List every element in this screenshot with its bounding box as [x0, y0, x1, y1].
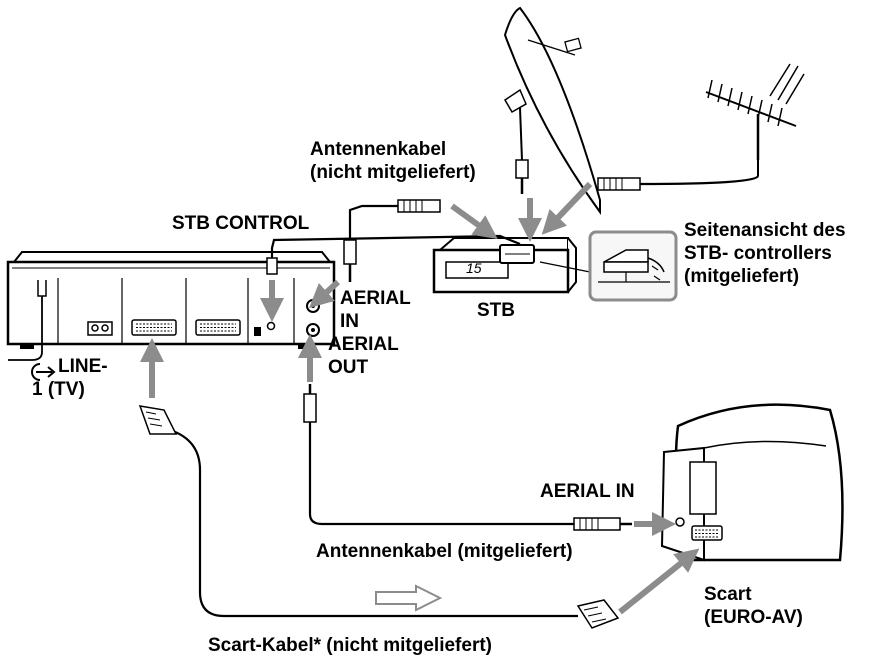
connection-arrows [140, 181, 700, 615]
label-line: (mitgeliefert) [684, 266, 800, 287]
stb-controller-side-view [588, 230, 678, 302]
label-antenna-cable-not-included: Antennenkabel (nicht mitgeliefert) [310, 138, 476, 184]
label-scart-tv: Scart (EURO-AV) [704, 583, 803, 629]
vcr-scart-socket-line2 [195, 319, 241, 336]
cables [138, 199, 632, 629]
label-stb-controller-side-view: Seitenansicht des STB- controllers (mitg… [684, 219, 846, 288]
scart-cable [169, 428, 578, 618]
label-line: Scart [704, 584, 752, 605]
line-input-icon [31, 363, 56, 381]
label-line: LINE- [58, 356, 108, 377]
label-line: OUT [328, 357, 369, 378]
label-aerial-in-tv: AERIAL IN [540, 481, 635, 502]
label-aerial-in-vcr: AERIAL IN [340, 287, 411, 333]
arrow-cable-to-aerial-in [309, 279, 341, 309]
stb-control-cable [270, 234, 521, 262]
stb-display-readout: 15 [466, 260, 482, 276]
terrestrial-antenna [597, 63, 805, 191]
tv-set [660, 403, 844, 562]
antenna-cable-stb-to-vcr [348, 204, 398, 258]
arrow-antenna-to-stb [541, 181, 593, 235]
label-line: AERIAL [328, 334, 399, 355]
vcr-scart-socket-line1 [131, 319, 177, 336]
label-scart-cable: Scart-Kabel* (nicht mitgeliefert) [208, 635, 492, 656]
arrow-cable-to-stb [450, 203, 498, 240]
arrow-scart-to-tv [618, 548, 700, 615]
label-stb: STB [477, 300, 515, 321]
label-stb-control: STB CONTROL [172, 213, 310, 234]
label-line1-tv: LINE- 1 (TV) [32, 355, 108, 401]
label-line: (EURO-AV) [704, 607, 803, 628]
label-line: STB- controllers [684, 243, 832, 264]
label-line: IN [340, 311, 359, 332]
label-line: Antennenkabel [310, 139, 447, 160]
satellite-dish [503, 6, 601, 216]
label-antenna-cable-included: Antennenkabel (mitgeliefert) [316, 541, 573, 562]
label-line: (nicht mitgeliefert) [310, 162, 476, 183]
vcr-unit [6, 251, 336, 361]
stb-unit [432, 237, 591, 294]
label-aerial-out-vcr: AERIAL OUT [328, 333, 399, 379]
tv-scart-socket [691, 525, 723, 541]
antenna-cable-vcr-to-tv [308, 420, 574, 526]
label-line: 1 (TV) [32, 379, 85, 400]
label-line: AERIAL [340, 288, 411, 309]
signal-direction-arrow [375, 584, 443, 612]
label-line: Seitenansicht des [684, 220, 846, 241]
